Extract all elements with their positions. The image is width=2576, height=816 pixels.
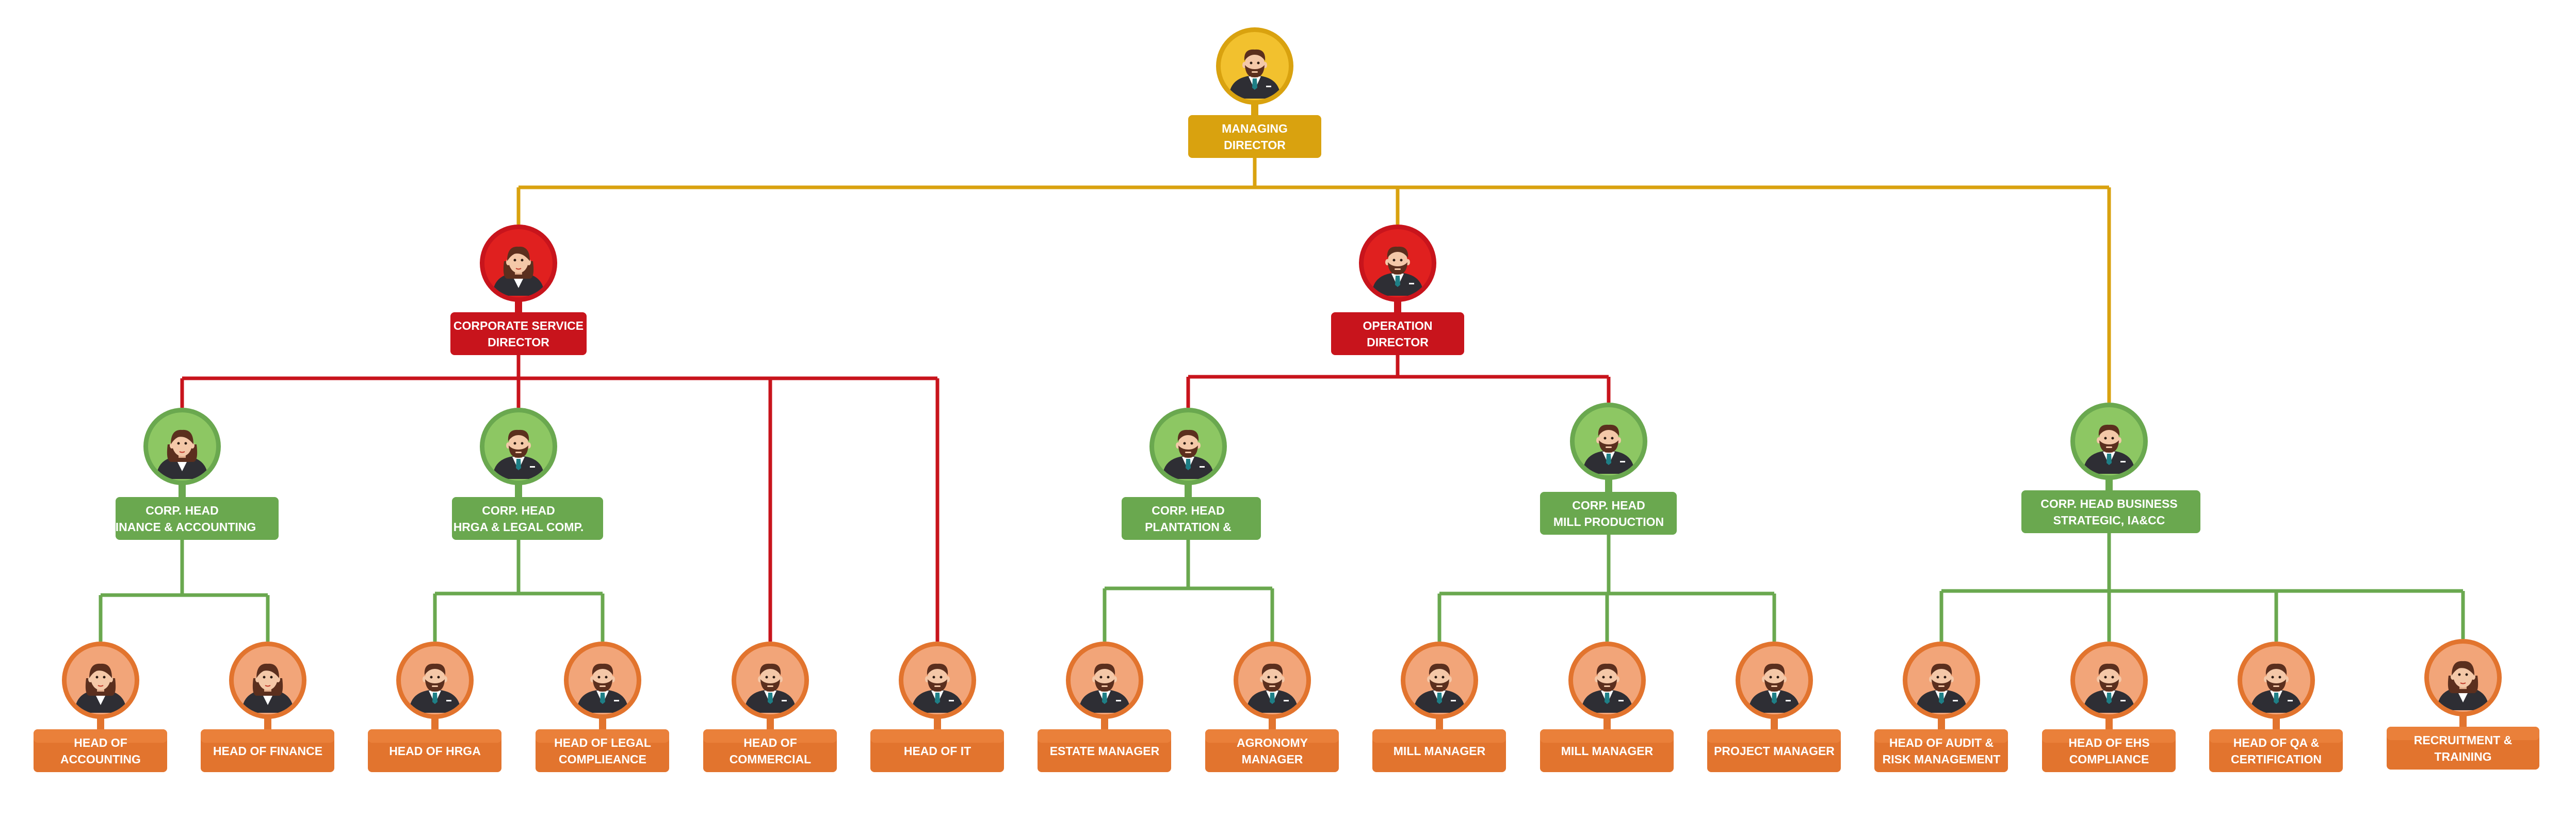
node-label: FINANCE & ACCOUNTING xyxy=(108,520,256,534)
man-icon xyxy=(1234,642,1311,719)
node-h-acc: HEAD OF ACCOUNTING xyxy=(34,642,167,772)
man-icon xyxy=(480,408,557,485)
node-h-comm: HEAD OF COMMERCIAL xyxy=(703,642,837,772)
node-label: CORP. HEAD xyxy=(1572,499,1645,512)
node-label: AGRONOMY xyxy=(1237,736,1308,749)
node-label: PROJECT MANAGER xyxy=(1714,744,1835,758)
man-icon xyxy=(1401,642,1478,719)
node-label: CORP. HEAD xyxy=(1152,504,1224,517)
node-label: MILL MANAGER xyxy=(1394,744,1486,758)
man-icon xyxy=(1570,403,1647,480)
node-label: COMMERCIAL xyxy=(730,753,811,766)
node-label: DIRECTOR xyxy=(1224,138,1286,152)
node-h-ehs: HEAD OF EHS COMPLIANCE xyxy=(2042,642,2176,772)
node-h-rec: RECRUITMENT & TRAINING xyxy=(2387,639,2539,770)
node-h-legal: HEAD OF LEGAL COMPLIEANCE xyxy=(536,642,669,772)
node-label: HEAD OF FINANCE xyxy=(213,744,322,758)
node-h-mill1: MILL MANAGER xyxy=(1372,642,1506,772)
node-ch-bs: CORP. HEAD BUSINESS STRATEGIC, IA&CC xyxy=(2021,403,2200,533)
man-icon xyxy=(732,642,809,719)
man-icon xyxy=(1903,642,1980,719)
connector-lines xyxy=(99,158,2465,642)
woman-icon xyxy=(143,408,221,485)
node-ch-fa: CORP. HEAD FINANCE & ACCOUNTING xyxy=(108,408,279,540)
node-label: STRATEGIC, IA&CC xyxy=(2053,514,2165,527)
man-icon xyxy=(2238,642,2315,719)
node-label: HEAD OF LEGAL xyxy=(554,736,651,749)
node-label: OPERATION xyxy=(1363,319,1432,332)
node-label: HEAD OF xyxy=(743,736,797,749)
man-icon xyxy=(564,642,641,719)
node-label: COMPLIEANCE xyxy=(559,753,646,766)
node-label: HEAD OF HRGA xyxy=(389,744,481,758)
node-label: HEAD OF EHS xyxy=(2068,736,2149,749)
node-label: COMPLIANCE xyxy=(2069,753,2149,766)
node-ch-pl: CORP. HEAD PLANTATION & xyxy=(1122,408,1261,540)
node-label-box xyxy=(452,497,603,540)
node-h-audit: HEAD OF AUDIT & RISK MANAGEMENT xyxy=(1874,642,2008,772)
org-nodes: MANAGING DIRECTOR CORPORATE SERVICE DIRECTO… xyxy=(34,27,2539,772)
node-label-box xyxy=(1188,115,1321,158)
node-h-it: HEAD OF IT xyxy=(870,642,1004,772)
node-csd: CORPORATE SERVICE DIRECTOR xyxy=(450,225,587,355)
node-ch-mp: CORP. HEAD MILL PRODUCTION xyxy=(1540,403,1677,535)
node-label: CORPORATE SERVICE xyxy=(453,319,584,332)
node-label-box xyxy=(1331,312,1464,355)
node-label: PLANTATION & xyxy=(1145,520,1232,534)
node-label: RECRUITMENT & xyxy=(2414,733,2512,747)
node-label-box xyxy=(1540,492,1677,535)
node-od: OPERATION DIRECTOR xyxy=(1331,225,1464,355)
man-icon xyxy=(2070,642,2148,719)
node-label: DIRECTOR xyxy=(1367,335,1429,349)
man-icon xyxy=(899,642,976,719)
man-icon xyxy=(2070,403,2148,480)
node-label-box xyxy=(2021,490,2200,533)
node-label: HRGA & LEGAL COMP. xyxy=(453,520,584,534)
node-h-fin: HEAD OF FINANCE xyxy=(201,642,334,772)
node-h-estate: ESTATE MANAGER xyxy=(1038,642,1171,772)
node-label: MILL MANAGER xyxy=(1561,744,1654,758)
node-label-box xyxy=(450,312,587,355)
node-label: HEAD OF QA & xyxy=(2233,736,2320,749)
woman-icon xyxy=(62,642,139,719)
node-label: MILL PRODUCTION xyxy=(1553,515,1664,529)
node-h-hrga: HEAD OF HRGA xyxy=(368,642,501,772)
man-icon xyxy=(1216,27,1293,105)
node-label-box xyxy=(1122,497,1261,540)
node-label: CORP. HEAD xyxy=(145,504,218,517)
node-h-agro: AGRONOMY MANAGER xyxy=(1205,642,1339,772)
node-label: CORP. HEAD xyxy=(482,504,555,517)
node-label: MANAGER xyxy=(1242,753,1303,766)
node-md: MANAGING DIRECTOR xyxy=(1188,27,1321,158)
node-label-box xyxy=(116,497,279,540)
man-icon xyxy=(1568,642,1646,719)
man-icon xyxy=(1149,408,1227,485)
node-label: HEAD OF xyxy=(74,736,127,749)
node-label: MANAGING xyxy=(1222,122,1288,135)
node-label: TRAINING xyxy=(2434,750,2491,763)
node-label: HEAD OF AUDIT & xyxy=(1889,736,1994,749)
node-label: ESTATE MANAGER xyxy=(1050,744,1160,758)
woman-icon xyxy=(2424,639,2502,716)
man-icon xyxy=(396,642,474,719)
node-label: ACCOUNTING xyxy=(60,753,141,766)
node-h-mill2: MILL MANAGER xyxy=(1540,642,1674,772)
man-icon xyxy=(1066,642,1143,719)
woman-icon xyxy=(229,642,306,719)
node-label: CORP. HEAD BUSINESS xyxy=(2040,497,2177,510)
node-label: DIRECTOR xyxy=(488,335,549,349)
woman-icon xyxy=(480,225,557,302)
node-label: HEAD OF IT xyxy=(904,744,971,758)
man-icon xyxy=(1359,225,1436,302)
node-label: RISK MANAGEMENT xyxy=(1883,753,2001,766)
man-icon xyxy=(1736,642,1813,719)
node-h-qa: HEAD OF QA & CERTIFICATION xyxy=(2209,642,2343,772)
node-ch-hrga: CORP. HEAD HRGA & LEGAL COMP. xyxy=(452,408,603,540)
node-label: CERTIFICATION xyxy=(2231,753,2322,766)
node-h-proj: PROJECT MANAGER xyxy=(1707,642,1841,772)
